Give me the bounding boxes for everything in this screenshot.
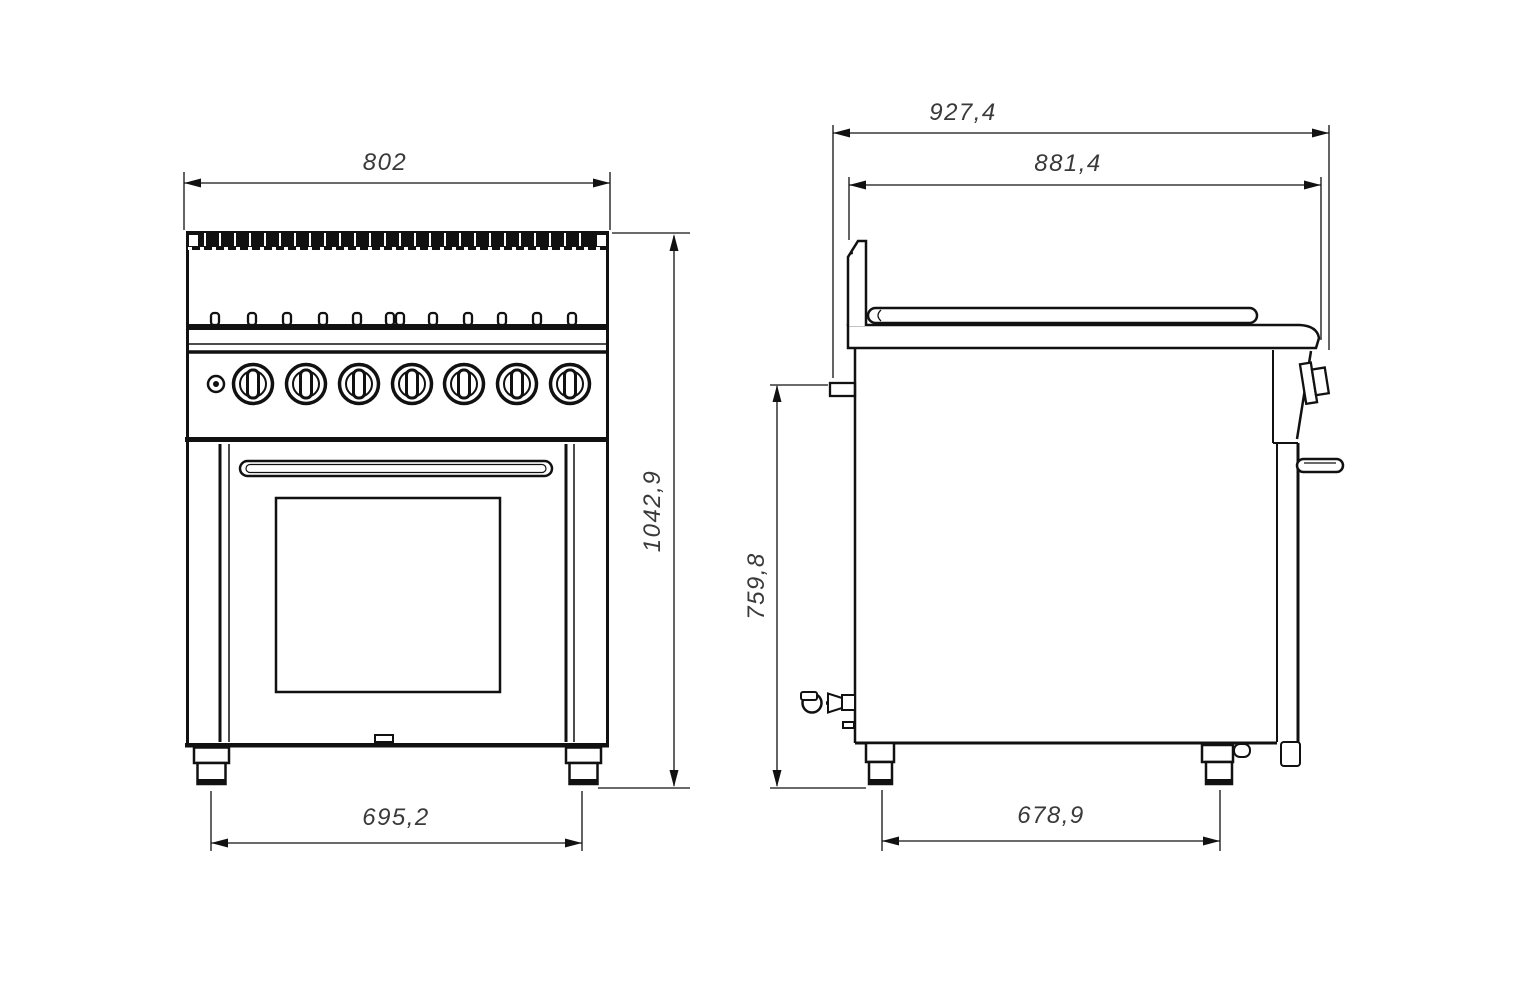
- dim-label-side-leg-spacing: 678,9: [1017, 802, 1085, 829]
- dim-front-leg-spacing: [210, 791, 583, 851]
- burner-grate-tabs: [209, 311, 578, 327]
- control-panel-profile: [1272, 350, 1331, 444]
- dim-side-leg-spacing: [881, 790, 1221, 851]
- burner-knob: [284, 362, 328, 406]
- dim-front-height: [598, 232, 690, 789]
- burner-knob: [442, 362, 486, 406]
- front-right-leg: [564, 746, 603, 786]
- front-body-sides: [186, 250, 609, 744]
- side-front-leg: [1200, 743, 1235, 786]
- front-left-leg: [192, 746, 231, 786]
- dim-label-side-depth-overall: 927,4: [929, 99, 997, 126]
- indicator-light: [206, 374, 226, 394]
- burner-knob: [390, 362, 434, 406]
- hob-edge: [186, 324, 609, 330]
- dim-label-front-height: 1042,9: [639, 469, 666, 553]
- dim-label-front-width: 802: [362, 149, 408, 176]
- dim-side-height: [770, 384, 866, 789]
- side-rear-leg: [864, 741, 896, 786]
- stovetop-slab-profile: [846, 323, 1321, 350]
- dim-front-width: [183, 172, 611, 230]
- panel-trim-lines: [185, 343, 609, 442]
- burner-knob: [337, 362, 381, 406]
- dim-label-side-height: 759,8: [743, 552, 770, 620]
- top-grate-strip: [186, 231, 609, 250]
- burner-knob: [495, 362, 539, 406]
- dim-label-front-leg-spacing: 695,2: [362, 804, 430, 831]
- door-profile: [1233, 443, 1301, 767]
- knob-profile: [1298, 361, 1331, 406]
- oven-door-handle: [238, 459, 554, 478]
- backsplash-profile: [846, 239, 868, 326]
- grate-bar-profile: [866, 306, 1259, 325]
- oven-frame: [185, 444, 609, 748]
- rear-mount-tab: [828, 381, 857, 398]
- burner-knob: [231, 362, 275, 406]
- dim-side-depth-overall: [832, 125, 1330, 378]
- dim-label-side-depth-upper: 881,4: [1034, 150, 1102, 177]
- front-view: [183, 172, 690, 851]
- dim-side-depth-upper: [848, 177, 1322, 340]
- door-handle-profile: [1295, 457, 1345, 474]
- gas-connection-fitting: [800, 691, 856, 729]
- side-body: [853, 348, 1277, 745]
- oven-door-window: [274, 496, 502, 743]
- side-view: [770, 125, 1345, 851]
- burner-knob: [548, 362, 592, 406]
